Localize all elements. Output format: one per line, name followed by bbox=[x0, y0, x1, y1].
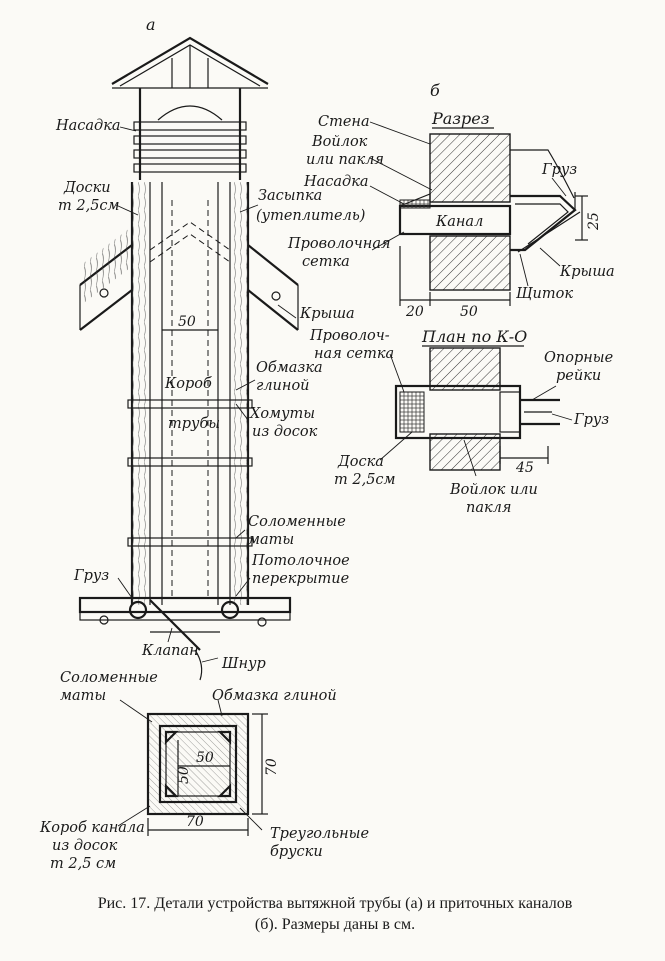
figure-caption: Рис. 17. Детали устройства вытяжной труб… bbox=[30, 893, 640, 935]
label-plan-voilok-2: пакля bbox=[466, 500, 511, 516]
valve-and-cord bbox=[149, 599, 220, 681]
label-voilok-2: или пакля bbox=[306, 152, 384, 168]
fig-b-razrez-title: Разрез bbox=[431, 109, 489, 128]
caption-line-1: Рис. 17. Детали устройства вытяжной труб… bbox=[97, 895, 573, 912]
label-zasypka-note: (утеплитель) bbox=[256, 208, 365, 224]
dim-a-inner: 50 bbox=[178, 314, 196, 330]
label-zasypka: Засыпка bbox=[258, 188, 322, 204]
fig-b-plan-leaders bbox=[379, 353, 573, 477]
pipe-cross-section bbox=[146, 712, 268, 836]
dim-b-20: 20 bbox=[405, 304, 424, 320]
fig-a-exhaust-pipe bbox=[78, 36, 299, 681]
label-homuty-2: из досок bbox=[252, 424, 318, 440]
label-shitok: Щиток bbox=[516, 286, 573, 302]
dim-b-25: 25 bbox=[586, 212, 602, 231]
label-section-korob: Короб канала bbox=[39, 820, 145, 836]
fig-a-leaders bbox=[115, 126, 297, 663]
dim-section-outer-v: 70 bbox=[264, 758, 280, 776]
fig-b-plan-title: План по К-О bbox=[421, 327, 527, 346]
label-section-solom: Соломенные bbox=[60, 670, 158, 686]
dim-b-50: 50 bbox=[460, 304, 478, 320]
label-solom: Соломенные bbox=[248, 514, 346, 530]
fig-b-plan-drawing bbox=[394, 347, 560, 471]
board-clamps bbox=[127, 399, 253, 547]
label-provol-2: сетка bbox=[302, 254, 350, 270]
label-opor-2: рейки bbox=[556, 368, 601, 384]
label-stena: Стена bbox=[318, 114, 370, 130]
fig-b-section-drawing bbox=[398, 133, 588, 306]
cap-louvres bbox=[133, 121, 247, 173]
label-homuty: Хомуты bbox=[249, 406, 315, 422]
label-voilok: Войлок bbox=[311, 134, 368, 150]
label-opor: Опорные bbox=[544, 350, 613, 366]
label-plan-provol-2: ная сетка bbox=[314, 346, 394, 362]
label-klapan: Клапан bbox=[141, 643, 199, 659]
label-plan-voilok: Войлок или bbox=[449, 482, 538, 498]
label-plan-provol: Проволоч- bbox=[309, 328, 390, 344]
section-leaders bbox=[117, 699, 263, 831]
fig-a-letter: а bbox=[146, 15, 156, 34]
label-potol: Потолочное bbox=[251, 553, 350, 569]
label-gruz-a: Груз bbox=[73, 568, 109, 584]
label-potol-2: перекрытие bbox=[252, 571, 349, 587]
label-provol: Проволочная bbox=[287, 236, 391, 252]
label-krysha: Крыша bbox=[299, 306, 355, 322]
label-doska-2: т 2,5см bbox=[334, 472, 396, 488]
label-plan-gruz: Груз bbox=[573, 412, 609, 428]
label-kanal: Канал bbox=[435, 214, 483, 230]
fig-b-letter: б bbox=[430, 81, 440, 100]
fig-b-section-leaders bbox=[369, 121, 567, 287]
label-section-bruski: бруски bbox=[270, 844, 323, 860]
label-doska: Доска bbox=[337, 454, 384, 470]
dim-section-inner-h: 50 bbox=[196, 750, 214, 766]
label-korob: Короб bbox=[164, 376, 212, 392]
label-b-krysha: Крыша bbox=[559, 264, 615, 280]
label-solom-2: маты bbox=[248, 532, 294, 548]
label-obmazka-2: глиной bbox=[256, 378, 310, 394]
dim-section-inner-v: 50 bbox=[176, 766, 192, 784]
label-nasadka: Насадка bbox=[55, 118, 121, 134]
label-section-obmazka: Обмазка глиной bbox=[212, 688, 337, 704]
label-section-doski: из досок bbox=[52, 838, 118, 854]
ceiling-slab bbox=[78, 596, 292, 627]
dim-plan-45: 45 bbox=[515, 460, 534, 476]
label-section-maty: маты bbox=[60, 688, 106, 704]
label-doski: Доски bbox=[63, 180, 111, 196]
label-b-gruz: Груз bbox=[541, 162, 577, 178]
label-obmazka: Обмазка bbox=[256, 360, 323, 376]
caption-line-2: (б). Размеры даны в см. bbox=[254, 916, 416, 933]
label-shnur: Шнур bbox=[221, 656, 266, 672]
label-doski-thickness: т 2,5см bbox=[58, 198, 120, 214]
dim-section-outer-h: 70 bbox=[186, 814, 204, 830]
roof-section bbox=[79, 228, 299, 331]
label-truby: трубы bbox=[168, 416, 220, 432]
label-section-thickness: т 2,5 см bbox=[50, 856, 116, 872]
label-section-treug: Треугольные bbox=[270, 826, 369, 842]
label-b-nasadka: Насадка bbox=[303, 174, 369, 190]
